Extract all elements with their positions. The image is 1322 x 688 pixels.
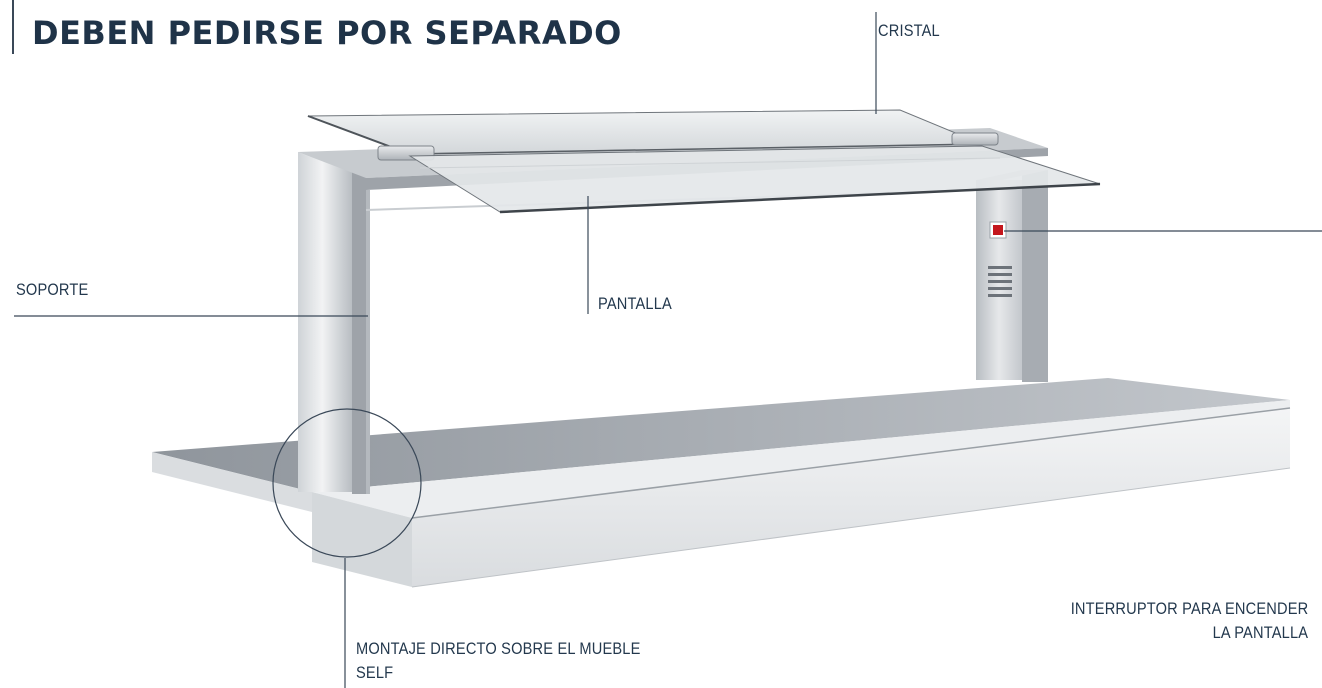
label-interruptor-line1: INTERRUPTOR PARA ENCENDER bbox=[1070, 599, 1308, 618]
front-glass-pantalla bbox=[408, 145, 1101, 214]
label-cristal: CRISTAL bbox=[878, 21, 940, 40]
title-accent-bar bbox=[12, 0, 14, 54]
label-pantalla: PANTALLA bbox=[598, 294, 672, 313]
leader-lines bbox=[14, 12, 1322, 688]
left-support-column bbox=[298, 152, 366, 494]
label-montaje-line1: MONTAJE DIRECTO SOBRE EL MUEBLE bbox=[356, 639, 641, 658]
page-title: DEBEN PEDIRSE POR SEPARADO bbox=[32, 14, 622, 52]
right-support-column bbox=[976, 170, 1048, 382]
base-shelf bbox=[152, 378, 1291, 588]
top-glass-cristal bbox=[307, 109, 999, 161]
label-soporte: SOPORTE bbox=[16, 280, 89, 299]
label-montaje-line2: SELF bbox=[356, 663, 394, 682]
label-interruptor-line2: LA PANTALLA bbox=[1212, 623, 1308, 642]
detail-magnifier-circle bbox=[272, 408, 422, 558]
